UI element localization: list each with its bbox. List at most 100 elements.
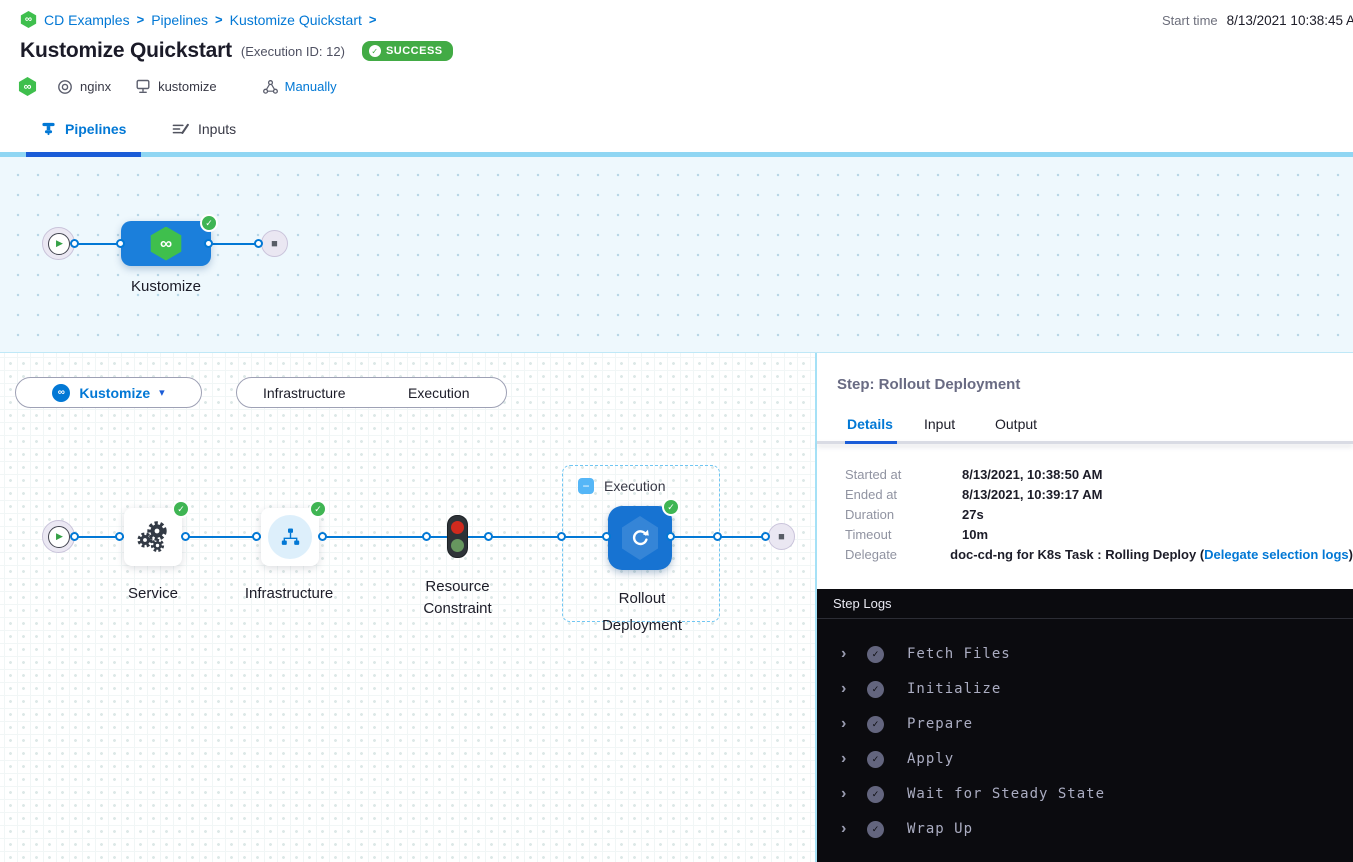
execution-end-node: ■: [768, 523, 795, 550]
service-name: nginx: [80, 79, 112, 94]
title-row: Kustomize Quickstart (Execution ID: 12) …: [20, 39, 453, 63]
toggle-infrastructure[interactable]: Infrastructure: [263, 384, 346, 401]
tabbar-active-underline: [26, 152, 141, 157]
cd-stage-icon: ∞: [150, 226, 182, 261]
step-details-panel: Step: Rollout Deployment Details Input O…: [815, 353, 1353, 862]
pipeline-end-node: ■: [261, 230, 288, 257]
execution-start-node: ▶: [42, 520, 75, 553]
tab-output[interactable]: Output: [995, 416, 1038, 432]
detail-value: 27s: [962, 507, 984, 522]
inputs-icon: [172, 122, 189, 136]
tab-inputs[interactable]: Inputs: [172, 105, 236, 152]
detail-label: Ended at: [845, 487, 898, 502]
traffic-green-light: [451, 539, 464, 552]
tab-details[interactable]: Details: [847, 416, 893, 432]
node-rollout-deployment[interactable]: ✓: [608, 498, 680, 570]
log-success-check-icon: ✓: [867, 680, 884, 698]
step-tabs-active-underline: [845, 441, 897, 444]
chevron-right-icon: ›: [841, 645, 847, 662]
connector-dot: [557, 532, 566, 541]
node-infrastructure[interactable]: ✓: [261, 500, 327, 566]
step-hexagon-background: [622, 516, 658, 560]
node-rollout-deployment-label: Rollout Deployment: [601, 590, 683, 634]
detail-row-timeout: Timeout 10m: [817, 527, 1353, 547]
log-section-fetch-files[interactable]: › ✓ Fetch Files: [817, 642, 1353, 666]
service-gears-icon: [135, 519, 171, 555]
stop-icon: ■: [778, 530, 785, 543]
detail-row-duration: Duration 27s: [817, 507, 1353, 527]
view-toggle: Infrastructure Execution: [236, 377, 507, 408]
log-section-apply[interactable]: › ✓ Apply: [817, 747, 1353, 771]
tab-input[interactable]: Input: [924, 416, 956, 432]
log-section-label: Initialize: [907, 681, 1002, 697]
log-success-check-icon: ✓: [867, 785, 884, 803]
log-section-wait-for-steady-state[interactable]: › ✓ Wait for Steady State: [817, 782, 1353, 806]
breadcrumb-kustomize-quickstart[interactable]: Kustomize Quickstart: [229, 11, 362, 28]
connector-dot: [484, 532, 493, 541]
tabbar-underline: [0, 152, 1353, 157]
breadcrumb-pipelines[interactable]: Pipelines: [151, 11, 209, 28]
stage-selector-label: Kustomize: [79, 384, 151, 401]
log-section-label: Wait for Steady State: [907, 786, 1106, 802]
delegate-selection-logs-link[interactable]: Delegate selection logs: [1204, 547, 1349, 562]
log-section-label: Wrap Up: [907, 821, 974, 837]
pipelines-icon: [41, 121, 56, 136]
breadcrumb: ∞ CD Examples > Pipelines > Kustomize Qu…: [20, 11, 376, 28]
connector-dot: [70, 239, 79, 248]
connector-dot: [666, 532, 675, 541]
node-resource-constraint-label: Resource Constraint: [423, 578, 492, 617]
service-icon: [57, 79, 73, 95]
node-success-check-icon: ✓: [309, 500, 327, 518]
detail-row-delegate: Delegate doc-cd-ng for K8s Task : Rollin…: [817, 547, 1353, 567]
log-success-check-icon: ✓: [867, 820, 884, 838]
cd-module-icon: ∞: [20, 11, 37, 28]
execution-step-group: − Execution ✓ Rollout Deployment: [562, 465, 720, 634]
stage-success-check-icon: ✓: [200, 214, 218, 232]
connector-dot: [252, 532, 261, 541]
log-section-initialize[interactable]: › ✓ Initialize: [817, 677, 1353, 701]
connector-dot: [318, 532, 327, 541]
connector-dot: [761, 532, 770, 541]
connector-dot: [602, 532, 611, 541]
log-section-prepare[interactable]: › ✓ Prepare: [817, 712, 1353, 736]
node-resource-constraint[interactable]: [447, 515, 468, 558]
stage-graph-canvas: ▶ ∞ ✓ ■ Kustomize: [0, 157, 1353, 353]
stage-node-kustomize[interactable]: ∞ ✓: [121, 214, 218, 266]
node-service[interactable]: ✓: [124, 500, 190, 566]
execution-graph-canvas: ∞ Kustomize ▾ Infrastructure Execution ▶…: [0, 353, 815, 862]
main-tabbar: Pipelines Inputs: [0, 105, 1353, 157]
traffic-red-light: [451, 521, 464, 534]
chevron-right-icon: ›: [841, 680, 847, 697]
tab-pipelines[interactable]: Pipelines: [41, 105, 126, 152]
rollout-refresh-icon: [628, 526, 652, 550]
detail-value: doc-cd-ng for K8s Task : Rolling Deploy …: [950, 547, 1353, 567]
page-header: ∞ CD Examples > Pipelines > Kustomize Qu…: [0, 0, 1353, 105]
execution-group-label: Execution: [604, 478, 666, 494]
stage-selector-dropdown[interactable]: ∞ Kustomize ▾: [15, 377, 202, 408]
collapse-group-icon[interactable]: −: [578, 478, 594, 494]
chevron-down-icon: ▾: [159, 387, 165, 399]
detail-value: 8/13/2021, 10:38:50 AM: [962, 467, 1103, 482]
stage-node-label: Kustomize: [130, 278, 202, 295]
log-success-check-icon: ✓: [867, 750, 884, 768]
infrastructure-sitemap-icon: [268, 515, 312, 559]
execution-connector-line: [59, 536, 782, 538]
toggle-execution[interactable]: Execution: [408, 384, 470, 401]
detail-value: 8/13/2021, 10:39:17 AM: [962, 487, 1103, 502]
service-meta: nginx: [57, 79, 111, 95]
log-section-label: Fetch Files: [907, 646, 1011, 662]
connector-dot: [254, 239, 263, 248]
detail-row-started-at: Started at 8/13/2021, 10:38:50 AM: [817, 467, 1353, 487]
log-section-wrap-up[interactable]: › ✓ Wrap Up: [817, 817, 1353, 841]
status-badge: ✓ SUCCESS: [361, 41, 453, 61]
chevron-right-icon: ›: [841, 715, 847, 732]
play-icon: ▶: [47, 232, 70, 255]
execution-id: (Execution ID: 12): [240, 43, 345, 59]
delegate-text-suffix: ): [1348, 547, 1353, 562]
cd-stage-icon: ∞: [52, 383, 71, 402]
breadcrumb-cd-examples[interactable]: CD Examples: [44, 11, 130, 28]
trigger-type-link[interactable]: Manually: [284, 79, 337, 94]
environment-icon: [135, 79, 151, 94]
trigger-meta: Manually: [262, 79, 337, 94]
